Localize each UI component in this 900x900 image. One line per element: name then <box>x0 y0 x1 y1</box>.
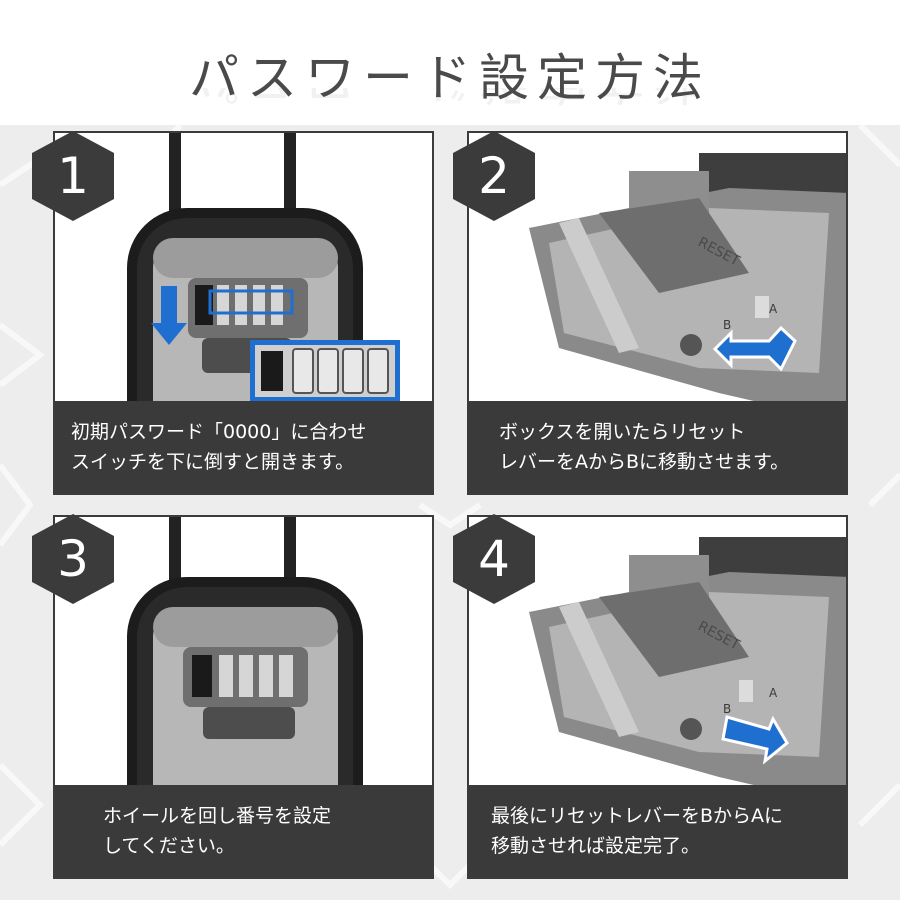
position-b-label: B <box>723 318 731 332</box>
page-title: パスワード設定方法 <box>189 49 711 107</box>
step-4-caption-line2: 移動させれば設定完了。 <box>491 835 701 857</box>
step-4-number: 4 <box>478 530 510 588</box>
step-2-caption-line1: ボックスを開いたらリセット <box>499 421 746 443</box>
hexagon-background-pattern <box>0 125 900 890</box>
hexagon-icon <box>453 131 535 221</box>
step-2-caption-line2: レバーをAからBに移動させます。 <box>499 451 790 473</box>
step-4-badge: 4 <box>453 514 535 604</box>
position-b-label: B <box>723 702 731 716</box>
position-a-label: A <box>769 686 778 700</box>
step-1-caption-line2: スイッチを下に倒すと開きます。 <box>71 451 355 473</box>
step-4-caption: 最後にリセットレバーをBからAに 移動させれば設定完了。 <box>469 785 846 877</box>
step-4-caption-line1: 最後にリセットレバーをBからAに <box>491 805 784 827</box>
step-1-caption: 初期パスワード「0000」に合わせ スイッチを下に倒すと開きます。 <box>55 401 432 493</box>
page-title-reflection: パスワード設定方法 <box>0 88 900 120</box>
step-3-caption: ホイールを回し番号を設定 してください。 <box>55 785 432 877</box>
step-2-number: 2 <box>478 147 510 205</box>
step-3-caption-line2: してください。 <box>103 835 235 857</box>
step-1-panel: 初期パスワード「0000」に合わせ スイッチを下に倒すと開きます。 <box>53 131 434 495</box>
hexagon-icon <box>32 131 114 221</box>
step-3-panel: ホイールを回し番号を設定 してください。 <box>53 515 434 879</box>
step-2-badge: 2 <box>453 131 535 221</box>
step-1-number: 1 <box>57 147 89 205</box>
step-2-caption: ボックスを開いたらリセット レバーをAからBに移動させます。 <box>469 401 846 493</box>
hexagon-icon <box>32 514 114 604</box>
step-1-badge: 1 <box>32 131 114 221</box>
position-a-label: A <box>769 302 778 316</box>
step-3-number: 3 <box>57 530 89 588</box>
step-2-panel: RESET B A ボックスを開いたらリセット レバーをAからBに移動させます。 <box>467 131 848 495</box>
step-3-badge: 3 <box>32 514 114 604</box>
step-1-caption-line1: 初期パスワード「0000」に合わせ <box>71 421 367 443</box>
step-3-caption-line1: ホイールを回し番号を設定 <box>103 805 332 827</box>
header: パスワード設定方法 パスワード設定方法 <box>0 0 900 125</box>
hexagon-icon <box>453 514 535 604</box>
